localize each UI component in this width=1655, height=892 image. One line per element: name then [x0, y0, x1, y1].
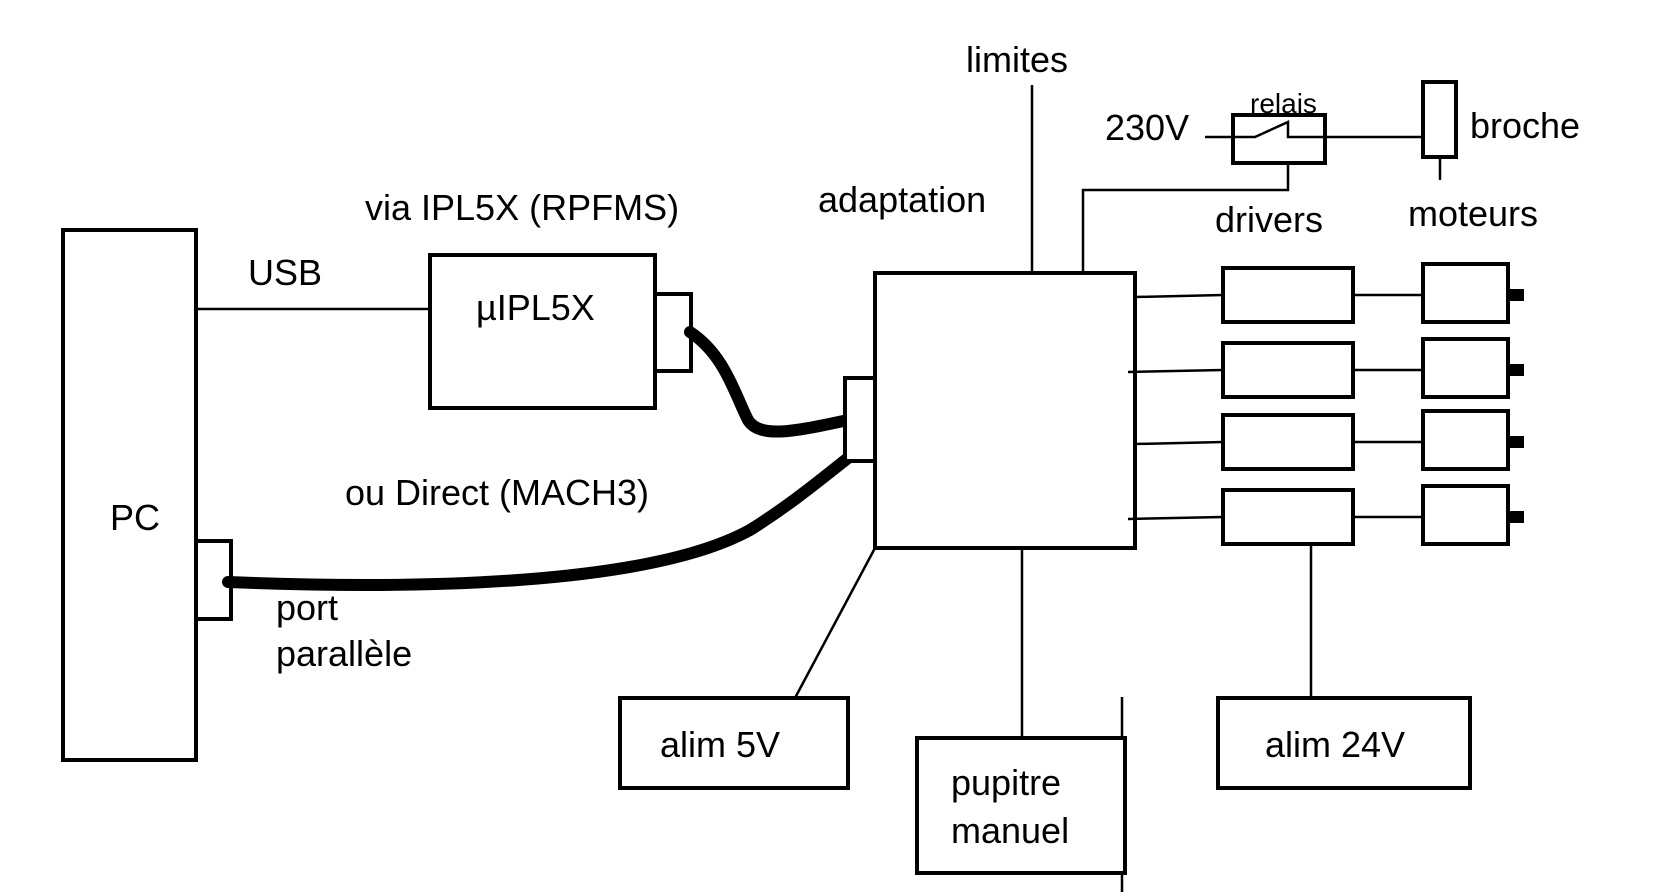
alim5-wire: [793, 547, 877, 699]
motor-shaft: [1508, 364, 1524, 376]
pupitre-label-line2: manuel: [951, 810, 1069, 851]
driver-box: [1221, 266, 1355, 324]
adaptation-connector: [843, 376, 877, 463]
relay-switch: [1233, 120, 1325, 139]
motor-shaft: [1508, 436, 1524, 448]
motor-box: [1421, 484, 1510, 546]
ipl-cable: [684, 326, 854, 438]
alim24v-box: [1216, 696, 1472, 790]
broche-label: broche: [1470, 105, 1580, 146]
port-label-line2: parallèle: [276, 633, 412, 674]
limites-label: limites: [966, 39, 1068, 80]
adaptation-label: adaptation: [818, 179, 986, 220]
via-ipl-label: via IPL5X (RPFMS): [365, 187, 679, 228]
motor-box: [1421, 409, 1510, 471]
moteurs-label: moteurs: [1408, 193, 1538, 234]
alim5v-label: alim 5V: [660, 724, 780, 765]
uipl5x-label: µIPL5X: [476, 287, 595, 328]
driver-box: [1221, 488, 1355, 546]
driver-box: [1221, 413, 1355, 471]
uipl5x-box: [428, 253, 657, 410]
drivers-label: drivers: [1215, 199, 1323, 240]
v230-label: 230V: [1105, 107, 1189, 148]
adaptation-to-driver-wire: [1134, 440, 1224, 446]
port-label-line1: port: [276, 587, 338, 628]
motor-box: [1421, 262, 1510, 324]
pupitre-box: [915, 736, 1127, 875]
pc-label: PC: [110, 497, 160, 538]
relay-box: [1231, 113, 1327, 165]
usb-label: USB: [248, 252, 322, 293]
adaptation-to-driver-wire: [1127, 515, 1224, 521]
motor-shaft: [1508, 289, 1524, 301]
relais-label: relais: [1250, 88, 1317, 119]
driver-box: [1221, 341, 1355, 399]
motor-box: [1421, 337, 1510, 399]
adaptation-to-driver-wire: [1127, 368, 1224, 374]
parallel-cable: [222, 452, 854, 591]
adaptation-box: [873, 271, 1137, 550]
broche-box: [1421, 80, 1458, 159]
relay-control-wire: [1081, 163, 1290, 273]
motor-shaft: [1508, 511, 1524, 523]
ou-direct-label: ou Direct (MACH3): [345, 472, 649, 513]
adaptation-to-driver-wire: [1134, 293, 1224, 299]
pupitre-label-line1: pupitre: [951, 762, 1061, 803]
pc-box: [61, 228, 198, 762]
driver-motor-rows: [1127, 262, 1524, 546]
alim24v-label: alim 24V: [1265, 724, 1405, 765]
alim5v-box: [618, 696, 850, 790]
